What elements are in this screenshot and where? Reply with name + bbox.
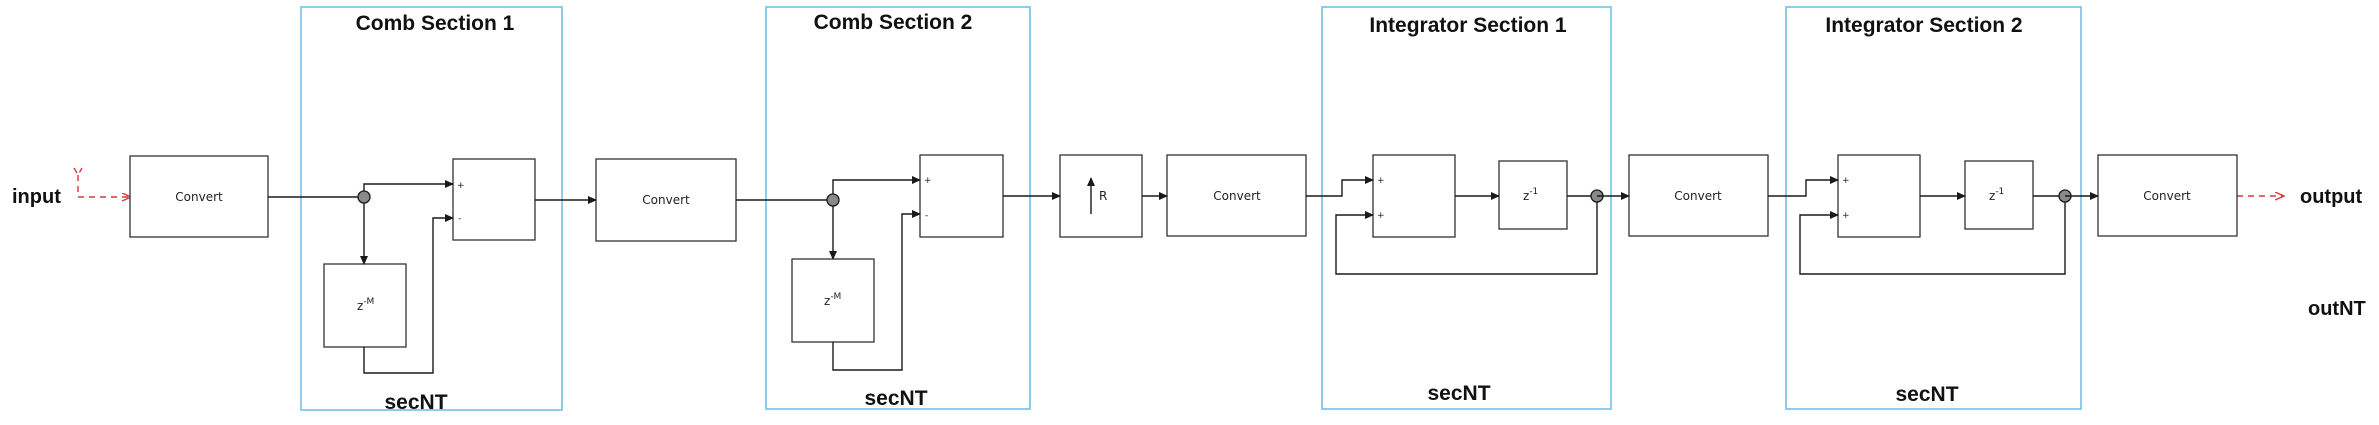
int2-adder-block[interactable]	[1837, 154, 1921, 238]
int1-adder-plus-2: +	[1377, 211, 1385, 221]
integrator-section-2-title: Integrator Section 2	[1825, 14, 2022, 37]
comb-section-1-title: Comb Section 1	[356, 12, 515, 35]
integrator-section-1-frame[interactable]	[1321, 6, 1612, 410]
comb1-adder-plus: +	[457, 181, 465, 191]
integrator-section-1-title: Integrator Section 1	[1369, 14, 1567, 37]
convert-block-4[interactable]	[1628, 154, 1769, 237]
int1-adder-plus-1: +	[1377, 176, 1385, 186]
comb-section-2-frame[interactable]	[765, 6, 1031, 410]
output-port-label: output	[2300, 186, 2363, 208]
comb-section-2-title: Comb Section 2	[814, 11, 973, 34]
integrator-section-2-footer: secNT	[1895, 383, 1958, 406]
comb2-delay-block[interactable]	[791, 258, 875, 343]
comb2-branch-node	[826, 193, 840, 207]
comb2-adder-block[interactable]	[919, 154, 1004, 238]
int2-delay-label: z-1	[1989, 187, 2004, 203]
outnt-port-label: outNT	[2308, 298, 2366, 320]
comb2-delay-label: z-M	[824, 292, 841, 308]
convert-block-5-label: Convert	[2143, 189, 2191, 203]
comb-section-1-footer: secNT	[384, 391, 447, 414]
input-dashed-signal	[73, 167, 130, 197]
wire-convert4-to-int2-adder	[1768, 176, 1839, 197]
wire-int2-feedback	[1799, 196, 2066, 275]
convert-block-1-label: Convert	[175, 190, 223, 204]
input-port-label: input	[12, 186, 61, 208]
convert-block-1[interactable]	[129, 155, 269, 238]
integrator-section-1-footer: secNT	[1427, 382, 1490, 405]
convert-block-3-label: Convert	[1213, 189, 1261, 203]
int1-delay-label: z-1	[1523, 187, 1538, 203]
int2-adder-plus-2: +	[1842, 211, 1850, 221]
comb1-branch-node	[357, 190, 371, 204]
comb-section-1-frame[interactable]	[300, 6, 563, 411]
upsample-label: R	[1099, 189, 1107, 203]
comb1-delay-block[interactable]	[323, 263, 407, 348]
comb-section-2-footer: secNT	[864, 387, 927, 410]
wire-comb1-delay-to-adder-minus	[363, 214, 454, 374]
comb1-delay-label: z-M	[357, 297, 374, 313]
int2-adder-plus-1: +	[1842, 176, 1850, 186]
convert-block-2[interactable]	[595, 158, 737, 242]
comb2-adder-minus: -	[925, 211, 928, 221]
wire-comb2-branch-to-adder-plus	[832, 176, 921, 200]
wire-comb1-branch-to-adder-plus	[363, 180, 454, 197]
wire-convert3-to-int1-adder	[1306, 176, 1374, 197]
int2-delay-block[interactable]	[1964, 160, 2034, 230]
convert-block-5[interactable]	[2097, 154, 2238, 237]
comb1-adder-minus: -	[458, 214, 461, 224]
comb2-adder-plus: +	[924, 176, 932, 186]
integrator-section-2-frame[interactable]	[1785, 6, 2082, 410]
comb1-adder-block[interactable]	[452, 158, 536, 241]
wire-int1-feedback	[1335, 196, 1598, 275]
int1-adder-block[interactable]	[1372, 154, 1456, 238]
wire-comb2-delay-to-adder-minus	[832, 210, 921, 371]
upsample-block[interactable]	[1059, 154, 1143, 238]
convert-block-4-label: Convert	[1674, 189, 1722, 203]
convert-block-2-label: Convert	[642, 193, 690, 207]
